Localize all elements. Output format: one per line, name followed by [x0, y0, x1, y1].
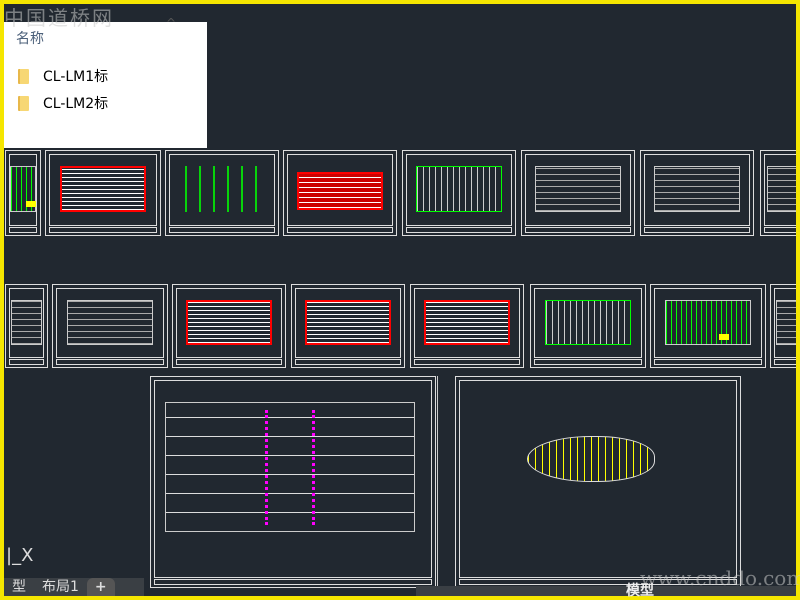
drawing-sheet[interactable]: [760, 150, 796, 236]
drawing-content: [766, 166, 796, 213]
drawing-sheet[interactable]: [402, 150, 516, 236]
drawing-sheet[interactable]: [650, 284, 766, 368]
status-model-button[interactable]: 模型: [626, 583, 654, 599]
drawing-sheet[interactable]: [521, 150, 635, 236]
drawing-sheet[interactable]: [5, 150, 41, 236]
drawing-content: [297, 172, 383, 210]
drawing-content: [10, 299, 43, 345]
drawing-content: [59, 166, 147, 213]
drawing-content: [179, 166, 265, 213]
column-header-name[interactable]: 名称: [16, 31, 44, 47]
folder-name: CL-LM1标: [43, 69, 109, 85]
watermark-top: 中国道桥网: [4, 6, 114, 30]
layout-tabs: 型 布局1 +: [4, 578, 144, 596]
folder-icon: [18, 68, 29, 84]
drawing-sheet[interactable]: [770, 284, 796, 368]
drawing-content: [416, 166, 502, 213]
annotation-note: [719, 334, 730, 341]
drawing-content: [664, 299, 752, 345]
ucs-icon: |_X: [6, 545, 34, 566]
drawing-content: [424, 299, 510, 345]
drawing-content: [527, 435, 655, 482]
add-layout-button[interactable]: +: [86, 578, 115, 596]
drawing-sheet[interactable]: [530, 284, 646, 368]
folder-item[interactable]: CL-LM2标: [18, 93, 108, 113]
drawing-sheet[interactable]: [455, 376, 741, 588]
file-explorer-panel: ^ 名称 CL-LM1标 CL-LM2标: [4, 16, 207, 148]
drawing-content: [305, 299, 391, 345]
drawing-content: [535, 166, 621, 213]
drawing-sheet[interactable]: [283, 150, 397, 236]
drawing-sheet[interactable]: [52, 284, 168, 368]
drawing-content: [775, 299, 796, 345]
drawing-sheet[interactable]: [291, 284, 405, 368]
tab-layout1[interactable]: 布局1: [42, 579, 79, 595]
drawing-sheet[interactable]: [165, 150, 279, 236]
drawing-sheet[interactable]: [5, 284, 48, 368]
sort-caret-icon[interactable]: ^: [166, 16, 177, 30]
drawing-content: [654, 166, 740, 213]
drawing-content: [165, 402, 416, 533]
drawing-sheet[interactable]: [45, 150, 161, 236]
model-space-canvas[interactable]: [4, 4, 796, 596]
drawing-sheet[interactable]: [172, 284, 286, 368]
drawing-content: [66, 299, 154, 345]
folder-icon: [18, 95, 29, 111]
drawing-sheet[interactable]: [150, 376, 436, 588]
drawing-content: [186, 299, 272, 345]
drawing-sheet[interactable]: [640, 150, 754, 236]
tab-model[interactable]: 型: [12, 579, 26, 595]
folder-name: CL-LM2标: [43, 96, 109, 112]
annotation-note: [26, 201, 37, 208]
status-bar: 模型: [416, 583, 796, 599]
drawing-content: [544, 299, 632, 345]
folder-item[interactable]: CL-LM1标: [18, 66, 108, 86]
viewport-divider: [437, 376, 438, 592]
drawing-sheet[interactable]: [410, 284, 524, 368]
